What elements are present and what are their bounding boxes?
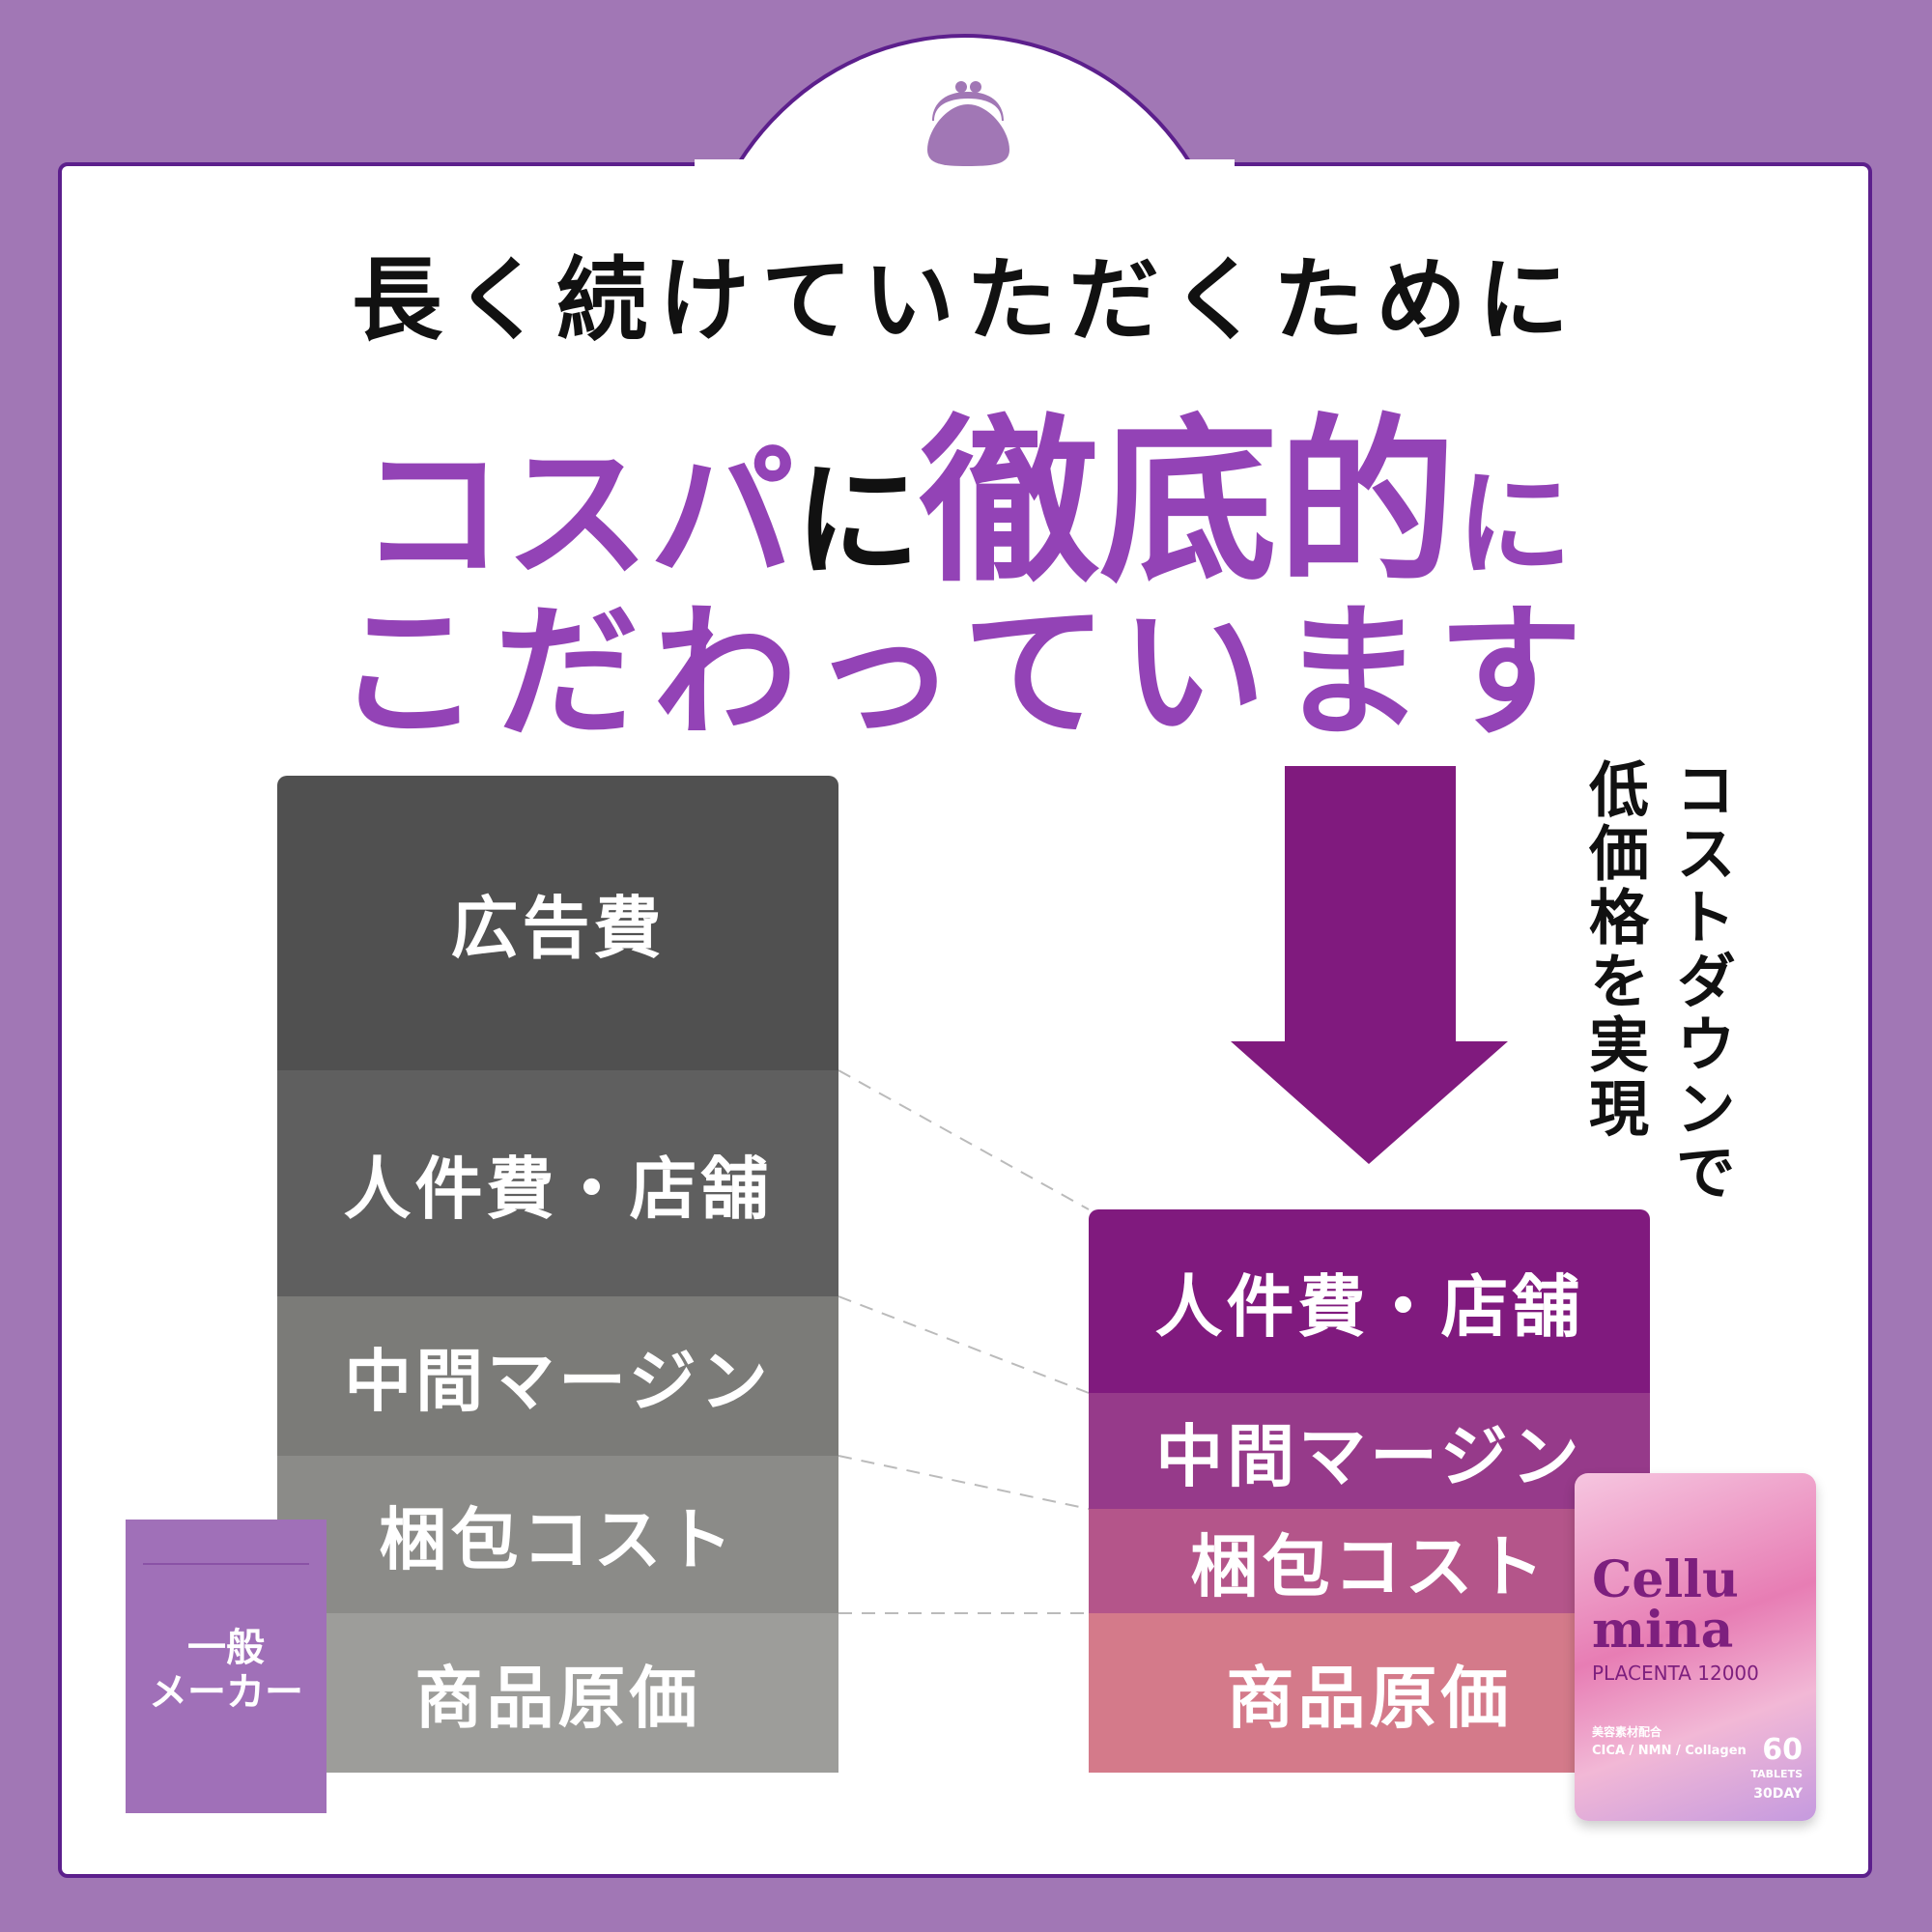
- connector-line: [838, 1069, 1090, 1210]
- connector-line: [838, 1295, 1090, 1394]
- segment-labor-store: 人件費・店舗: [277, 1070, 838, 1296]
- segment-product-cost: 商品原価: [277, 1613, 838, 1773]
- segment-advertising: 広告費: [277, 776, 838, 1070]
- segment-packaging: 梱包コスト: [277, 1456, 838, 1613]
- heading-line2: コスパに徹底的に: [359, 398, 1573, 607]
- coin-purse-icon: [927, 81, 1009, 166]
- segment-labor-store: 人件費・店舗: [1089, 1209, 1650, 1393]
- heading-line3: こだわっています: [335, 589, 1597, 757]
- callout-cost-down: コストダウンで: [1665, 758, 1736, 1205]
- segment-product-cost: 商品原価: [1089, 1613, 1650, 1773]
- segment-packaging: 梱包コスト: [1089, 1509, 1650, 1613]
- callout-low-price: 低価格を実現: [1578, 758, 1649, 1141]
- connector-line: [838, 1455, 1090, 1510]
- heading-line1: 長く続けていただくために: [351, 248, 1580, 354]
- segment-margin: 中間マージン: [277, 1296, 838, 1456]
- general-maker-pouch: 一般 メーカー: [126, 1520, 327, 1813]
- segment-margin: 中間マージン: [1089, 1393, 1650, 1509]
- product-package: Cellu mina PLACENTA 12000 美容素材配合 CICA / …: [1575, 1473, 1816, 1821]
- down-arrow-icon: [1231, 766, 1508, 1164]
